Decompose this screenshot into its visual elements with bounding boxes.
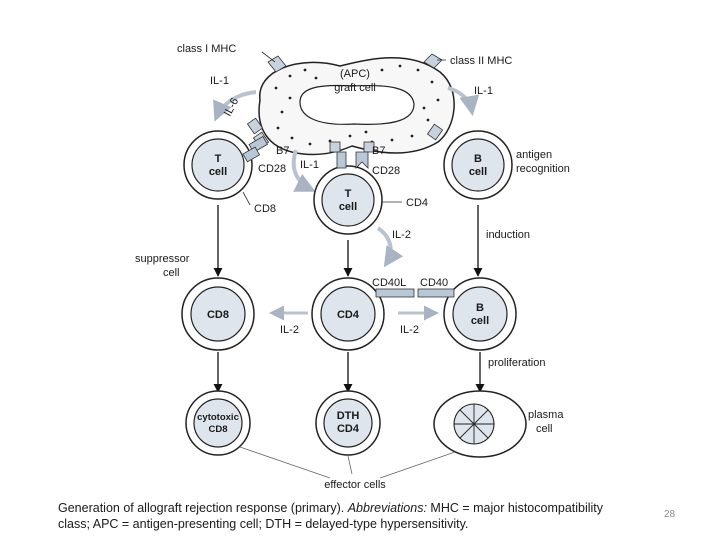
dth-label-2: CD4	[337, 423, 360, 435]
il2-right-label: IL-2	[400, 324, 419, 336]
il1-center-arrow	[291, 149, 316, 192]
caption-line-1: Generation of allograft rejection respon…	[58, 501, 604, 515]
il2-center-label: IL-2	[392, 229, 411, 241]
il2-left-label: IL-2	[280, 324, 299, 336]
il1-right-label: IL-1	[474, 85, 493, 97]
il1-left-label: IL-1	[210, 75, 229, 87]
effector-leaders	[239, 446, 456, 479]
cd8-mid-label: CD8	[207, 309, 229, 321]
b-cell-top-label-2: cell	[469, 166, 487, 178]
cd28-left-label: CD28	[258, 163, 286, 175]
cytotoxic-label-2: CD8	[208, 424, 227, 435]
plasma-label: plasma	[528, 409, 564, 421]
t-cell-center: T cell	[313, 165, 383, 235]
cd28-center-label: CD28	[372, 165, 400, 177]
cd8-cell-mid: CD8	[181, 277, 255, 351]
b7-center-label: B7	[372, 145, 385, 157]
plasma-cell	[433, 390, 527, 458]
cd28-left-receptor	[242, 146, 261, 163]
b7-center-receptor-a	[336, 151, 347, 169]
cd40-bar	[417, 288, 455, 298]
class-i-mhc-leader	[261, 51, 276, 63]
class-i-mhc-label: class I MHC	[177, 43, 236, 55]
graft-cell-label: graft cell	[334, 82, 376, 94]
suppressor-label: suppressor	[135, 253, 190, 265]
cd4-mid-label: CD4	[337, 309, 360, 321]
cd8-side-leader	[242, 191, 251, 206]
dth-cd4-cell: DTH CD4	[315, 390, 381, 456]
il1-right-arrow	[447, 86, 480, 116]
il1-center-label: IL-1	[300, 159, 319, 171]
suppressor-cell-label: cell	[163, 267, 180, 279]
cd40l-label: CD40L	[372, 277, 406, 289]
apc-dots	[274, 64, 440, 146]
cd28-center-receptor	[355, 151, 369, 169]
b-cell-top: B cell	[443, 130, 513, 200]
il1-left-arrow	[213, 90, 257, 122]
b-cell-mid-label-1: B	[476, 302, 484, 314]
caption-line-2: class; APC = antigen-presenting cell; DT…	[58, 517, 468, 531]
t-cell-left: T cell	[183, 130, 253, 200]
t-cell-left-label-2: cell	[209, 166, 227, 178]
plasma-nucleus-spokes	[454, 404, 494, 444]
cd8-side-label: CD8	[254, 203, 276, 215]
caption-line-1-a: Generation of allograft rejection respon…	[58, 501, 348, 515]
recognition-label: recognition	[516, 163, 570, 175]
t-cell-center-label-2: cell	[339, 201, 357, 213]
b-cell-mid: B cell	[443, 277, 517, 351]
il2-center-arrow	[376, 226, 404, 268]
effector-cells-label: effector cells	[324, 479, 386, 491]
cd4-cell-mid: CD4	[311, 277, 385, 351]
caption-line-1-b: Abbreviations:	[347, 501, 427, 515]
cytotoxic-label-1: cytotoxic	[197, 412, 239, 423]
b-cell-top-label-1: B	[474, 153, 482, 165]
apc-graft-cell: (APC) graft cell	[258, 57, 455, 156]
b7-left-label: B7	[276, 145, 289, 157]
cytotoxic-cd8-cell: cytotoxic CD8	[185, 390, 251, 456]
induction-label: induction	[486, 229, 530, 241]
antigen-label: antigen	[516, 149, 552, 161]
cd4-side-label: CD4	[406, 197, 428, 209]
caption-line-1-c: MHC = major histocompatibility	[427, 501, 604, 515]
cd40l-bar	[375, 288, 415, 298]
t-cell-left-label-1: T	[215, 153, 222, 165]
class-ii-mhc-label: class II MHC	[450, 55, 512, 67]
t-cell-center-label-1: T	[345, 188, 352, 200]
plasma-cell-label: cell	[536, 423, 553, 435]
proliferation-label: proliferation	[488, 357, 545, 369]
cd40-label: CD40	[420, 277, 448, 289]
apc-label: (APC)	[340, 68, 370, 80]
il6-label: IL-6	[222, 96, 242, 118]
page-number: 28	[664, 509, 676, 520]
dth-label-1: DTH	[337, 410, 360, 422]
b-cell-mid-label-2: cell	[471, 315, 489, 327]
